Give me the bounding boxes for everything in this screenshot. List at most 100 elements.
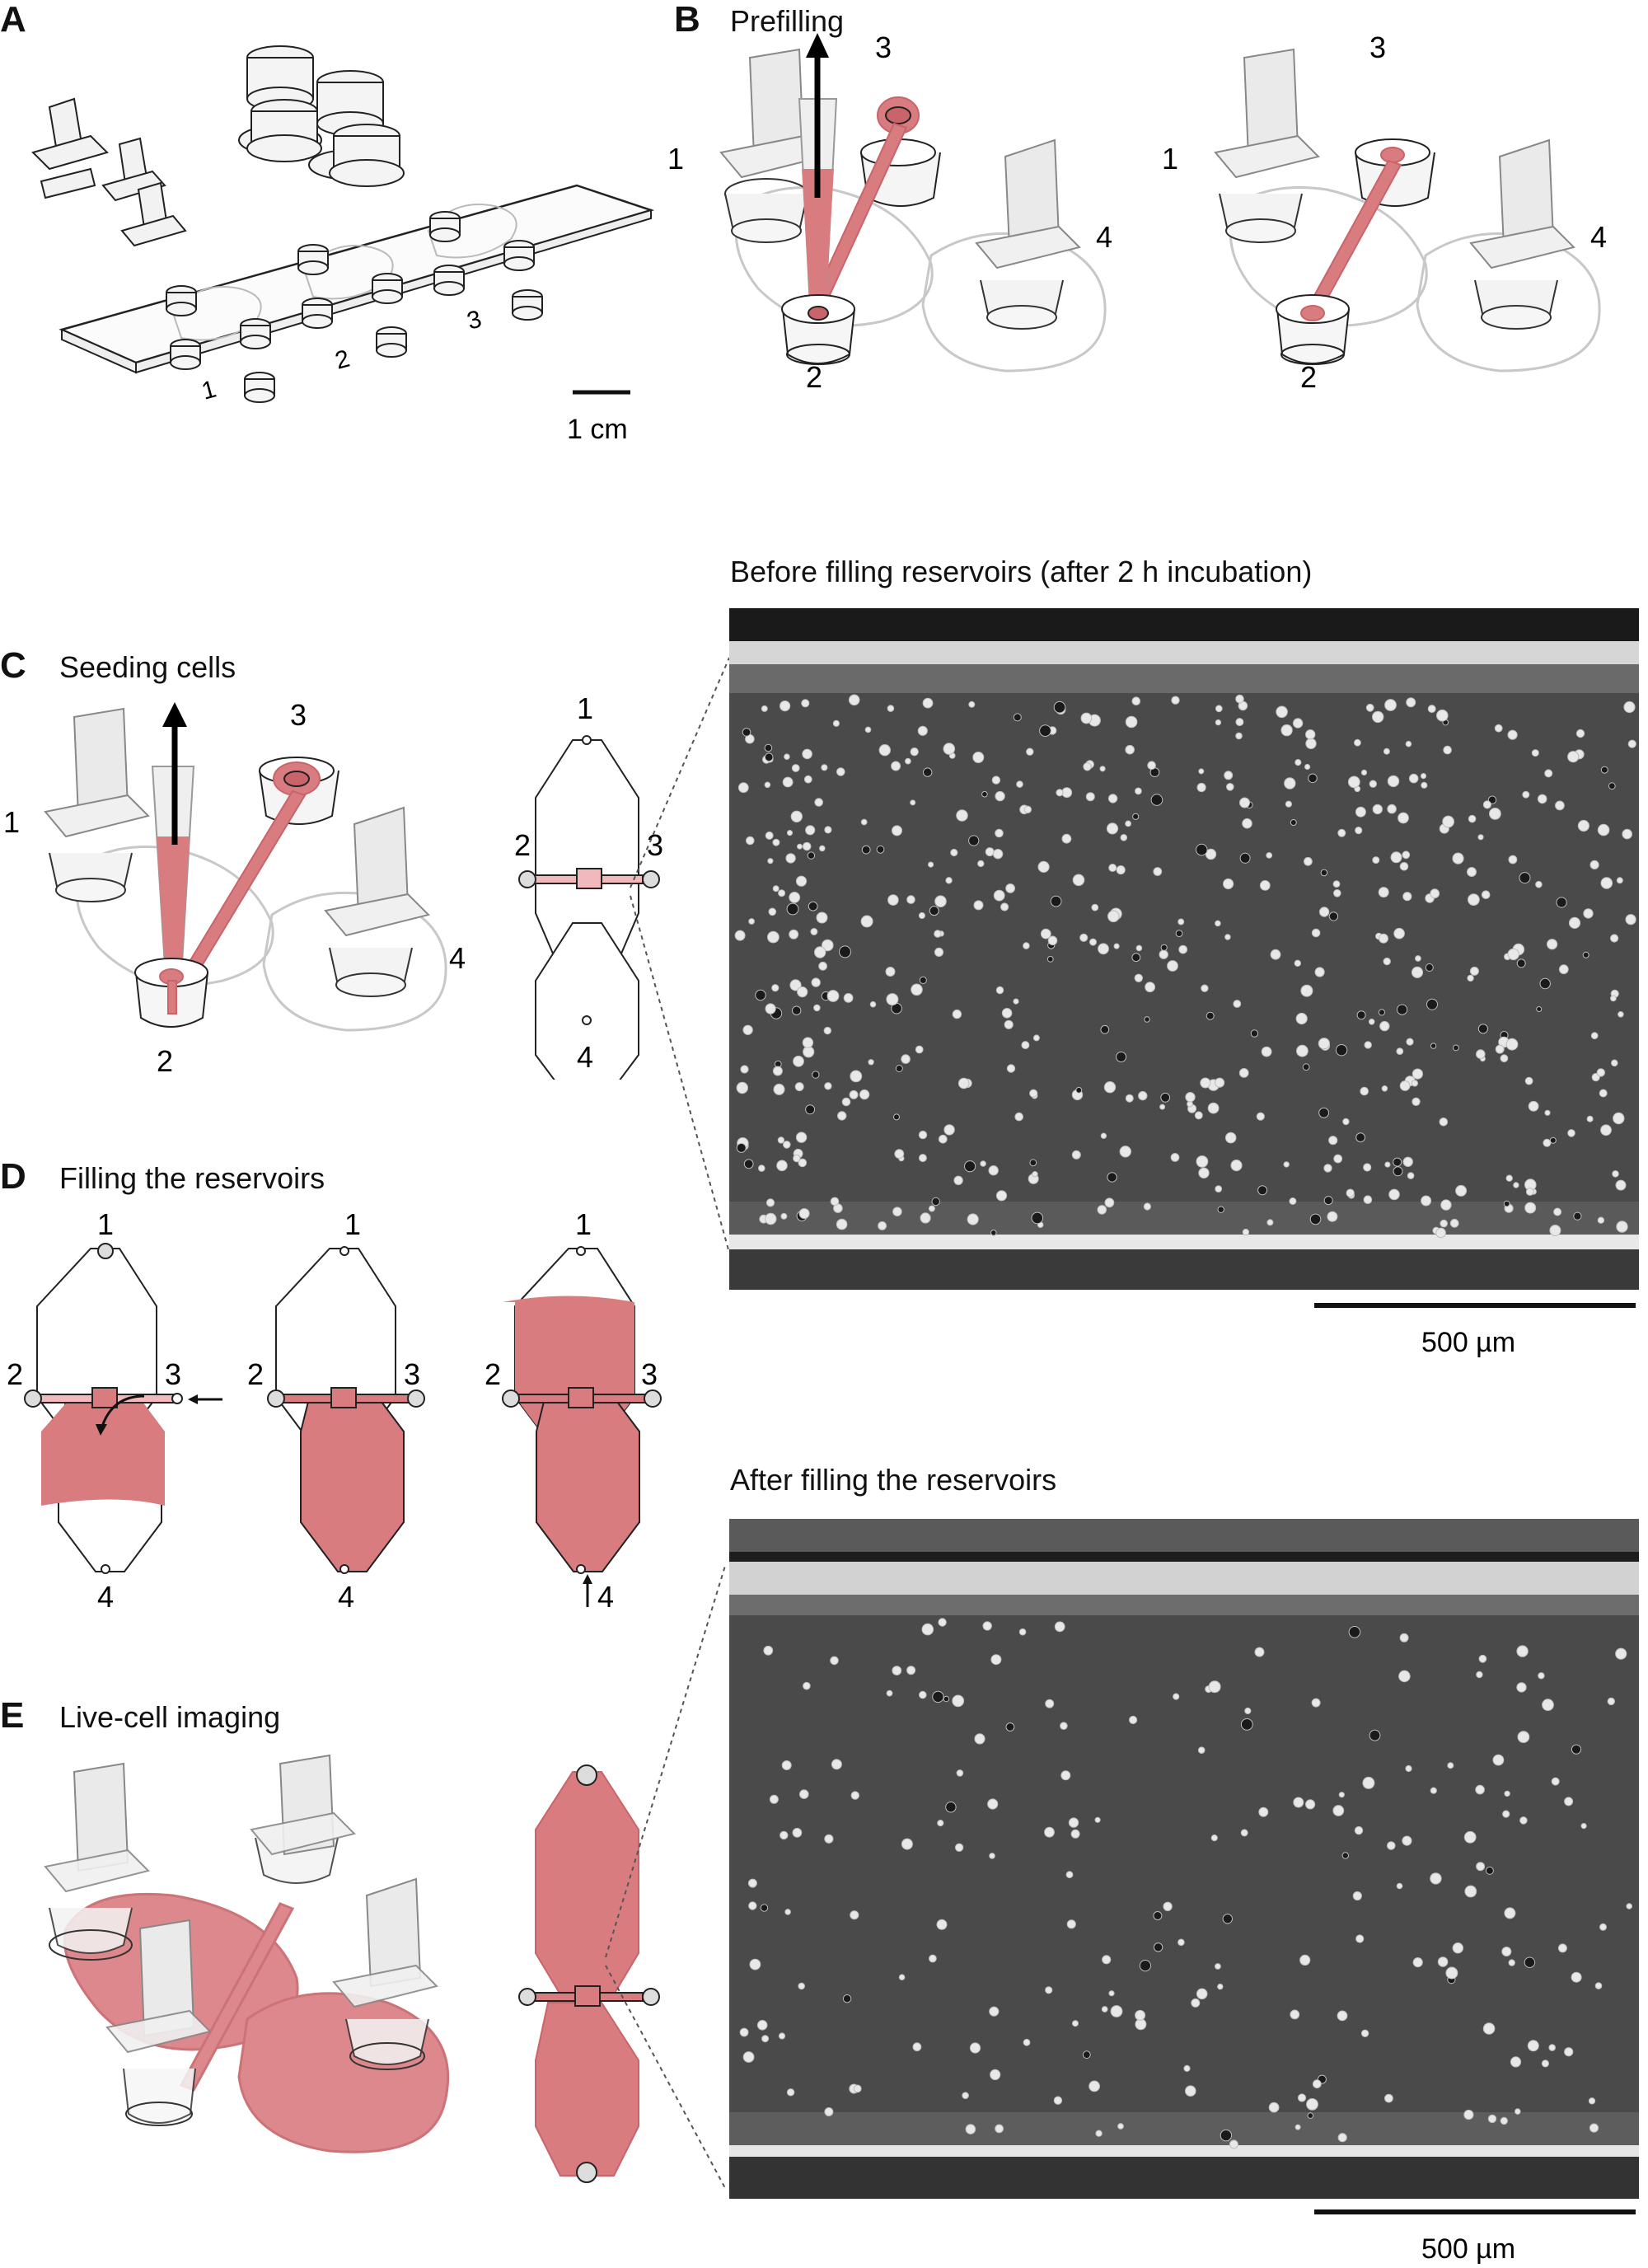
- cell-speckle: [1250, 1029, 1259, 1038]
- cell-speckle: [972, 752, 985, 763]
- cell-speckle: [1153, 867, 1163, 876]
- micrograph-bottom-caption: After filling the reservoirs: [730, 1463, 1057, 1497]
- cell-speckle: [1384, 2093, 1393, 2103]
- cell-speckle: [1116, 865, 1126, 875]
- cell-speckle: [1502, 1810, 1510, 1818]
- cell-speckle: [1378, 1009, 1386, 1016]
- cell-speckle: [1346, 1188, 1355, 1197]
- cell-speckle: [1215, 1963, 1221, 1970]
- cell-speckle: [995, 790, 1005, 802]
- cell-speckle: [793, 1154, 801, 1163]
- cell-speckle: [1495, 1044, 1505, 1054]
- cell-speckle: [1387, 804, 1397, 814]
- cell-speckle: [964, 1160, 976, 1173]
- cell-speckle: [1306, 2098, 1318, 2111]
- cell-speckle: [1098, 943, 1109, 955]
- cell-speckle: [1178, 944, 1188, 954]
- cell-speckle: [767, 858, 774, 865]
- cell-speckle: [1589, 860, 1599, 869]
- seeding-port-1-label: 1: [3, 805, 20, 839]
- cell-speckle: [797, 986, 808, 998]
- cell-speckle: [1564, 2047, 1574, 2057]
- cell-speckle: [954, 1843, 964, 1852]
- panel-e-live-imaging-illustration: [44, 1754, 450, 2153]
- cell-speckle: [1284, 777, 1296, 790]
- cell-speckle: [1240, 1718, 1253, 1731]
- cell-speckle: [956, 1769, 964, 1777]
- cell-speckle: [823, 1026, 832, 1035]
- cell-speckle: [1261, 1046, 1272, 1057]
- cell-speckle: [1439, 1118, 1449, 1127]
- cell-speckle: [748, 918, 756, 925]
- cell-speckle: [1494, 724, 1503, 733]
- cell-speckle: [760, 1904, 769, 1912]
- cell-speckle: [1452, 852, 1464, 865]
- fill1-port-3: 3: [165, 1357, 181, 1391]
- cell-speckle: [755, 989, 766, 1001]
- stopper-piece-2: [101, 137, 166, 202]
- cell-speckle: [742, 1024, 753, 1035]
- seeding-port-4-label: 4: [449, 941, 466, 975]
- cell-speckle: [1469, 966, 1479, 976]
- cell-speckle: [1244, 1707, 1252, 1715]
- cell-speckle: [1436, 709, 1449, 722]
- cell-speckle: [777, 1136, 785, 1144]
- cell-speckle: [1242, 818, 1252, 829]
- cell-speckle: [892, 825, 902, 836]
- cell-speckle: [1215, 1185, 1223, 1193]
- cell-speckle: [1553, 1207, 1562, 1216]
- cell-speckle: [747, 1878, 757, 1888]
- cell-speckle: [1196, 1988, 1208, 2000]
- cell-speckle: [1363, 1163, 1372, 1172]
- cell-speckle: [977, 860, 985, 868]
- fill1-port-4: 4: [97, 1580, 114, 1607]
- cell-speckle: [1001, 1008, 1013, 1019]
- cell-speckle: [1004, 1019, 1014, 1029]
- fill1-port-1: 1: [97, 1211, 114, 1241]
- cell-speckle: [1194, 1111, 1203, 1120]
- cell-speckle: [953, 1175, 963, 1185]
- cell-speckle: [824, 1082, 832, 1090]
- cell-speckle: [928, 1205, 935, 1212]
- cell-speckle: [826, 990, 840, 1002]
- cell-speckle: [761, 705, 768, 712]
- cell-speckle: [1302, 1063, 1310, 1071]
- cell-speckle: [849, 1089, 859, 1099]
- cell-speckle: [1582, 951, 1589, 958]
- cell-speckle: [1522, 790, 1530, 799]
- cell-speckle: [1384, 699, 1397, 711]
- cell-speckle: [1538, 1672, 1545, 1680]
- cell-speckle: [893, 1113, 900, 1121]
- cell-speckle: [1623, 701, 1636, 714]
- cell-speckle: [1304, 856, 1313, 866]
- zoom-lines-bottom: [605, 1565, 726, 2189]
- cell-speckle: [1406, 697, 1416, 708]
- cell-speckle: [1516, 1682, 1527, 1693]
- cell-speckle: [1427, 705, 1436, 714]
- cell-speckle: [929, 1954, 937, 1963]
- cell-speckle: [1405, 1764, 1412, 1773]
- panel-title-e: Live-cell imaging: [59, 1700, 281, 1734]
- cell-speckle: [1318, 1038, 1331, 1050]
- cell-speckle: [778, 889, 786, 897]
- cell-speckle: [1583, 908, 1594, 919]
- cell-speckle: [990, 2069, 1001, 2081]
- cell-speckle: [805, 1104, 816, 1115]
- cell-speckle: [917, 725, 928, 736]
- cell-speckle: [837, 1111, 847, 1121]
- cell-speckle: [798, 1158, 808, 1168]
- cell-speckle: [1508, 855, 1518, 865]
- cell-speckle: [1421, 781, 1428, 789]
- cell-speckle: [995, 1190, 1008, 1202]
- cell-speckle: [740, 1065, 749, 1074]
- cell-speckle: [1120, 834, 1128, 841]
- cell-speckle: [1153, 1942, 1163, 1952]
- cell-speckle: [824, 826, 832, 834]
- cell-speckle: [1276, 705, 1288, 719]
- cell-speckle: [795, 1132, 808, 1143]
- cell-speckle: [938, 1134, 948, 1144]
- cell-speckle: [943, 743, 956, 755]
- cell-speckle: [987, 1798, 999, 1810]
- cell-speckle: [1229, 2139, 1238, 2149]
- cell-speckle: [1023, 805, 1032, 814]
